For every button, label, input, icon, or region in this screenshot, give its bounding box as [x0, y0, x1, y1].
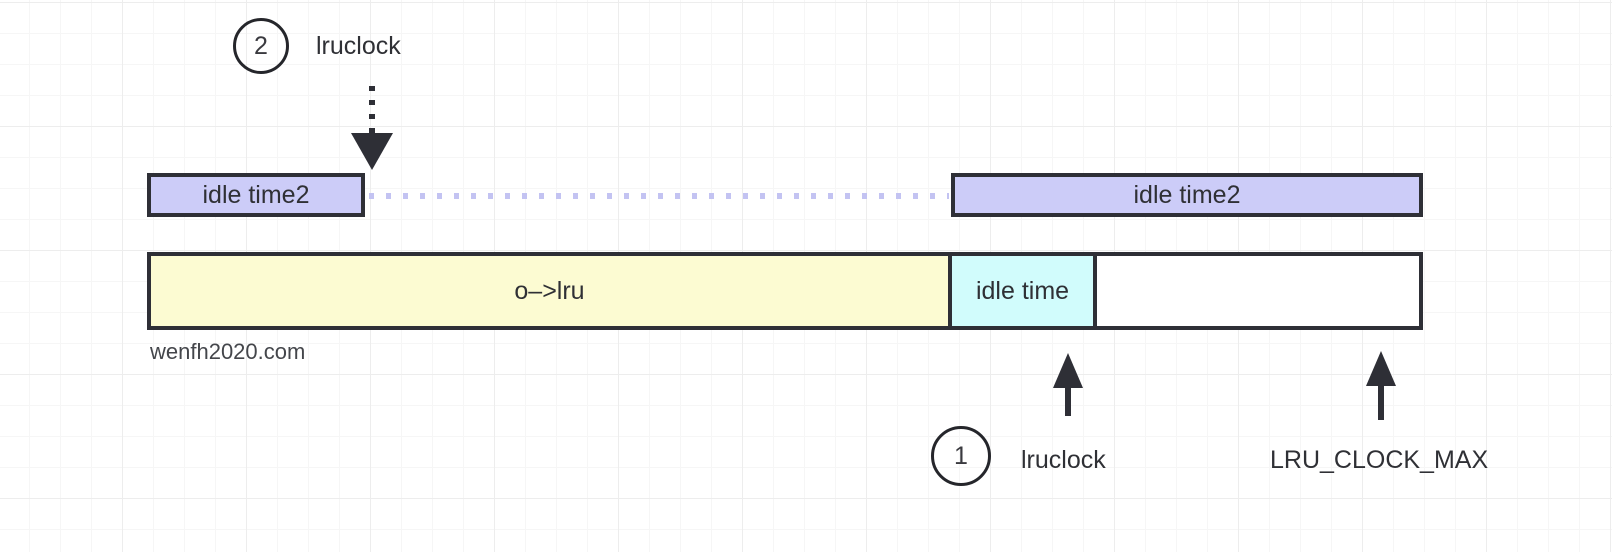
step-2-label: lruclock [316, 32, 401, 60]
segment-remainder [1093, 256, 1419, 326]
segment-idle-time-label: idle time [975, 276, 1070, 305]
idle-time2-left-label: idle time2 [202, 180, 310, 209]
idle-time2-right-box: idle time2 [951, 173, 1423, 217]
segment-o-lru: o–>lru [151, 256, 948, 326]
segment-o-lru-label: o–>lru [514, 276, 585, 305]
lru-clock-bar: o–>lru idle time [147, 252, 1423, 330]
step-marker-1-number: 1 [954, 441, 968, 470]
idle-time2-left-box: idle time2 [147, 173, 365, 217]
step-marker-2: 2 [233, 18, 289, 74]
up-arrow-lru-clock-max [1366, 351, 1396, 420]
segment-idle-time: idle time [948, 256, 1093, 326]
bottom-label-lruclock: lruclock [1021, 446, 1106, 474]
watermark-text: wenfh2020.com [150, 339, 306, 364]
step-marker-2-number: 2 [254, 31, 268, 60]
idle-time2-right-label: idle time2 [1133, 180, 1241, 209]
dotted-down-arrow [351, 86, 393, 170]
bottom-label-lru-clock-max: LRU_CLOCK_MAX [1270, 446, 1489, 474]
up-arrow-lruclock [1053, 353, 1083, 416]
step-marker-1: 1 [931, 426, 991, 486]
